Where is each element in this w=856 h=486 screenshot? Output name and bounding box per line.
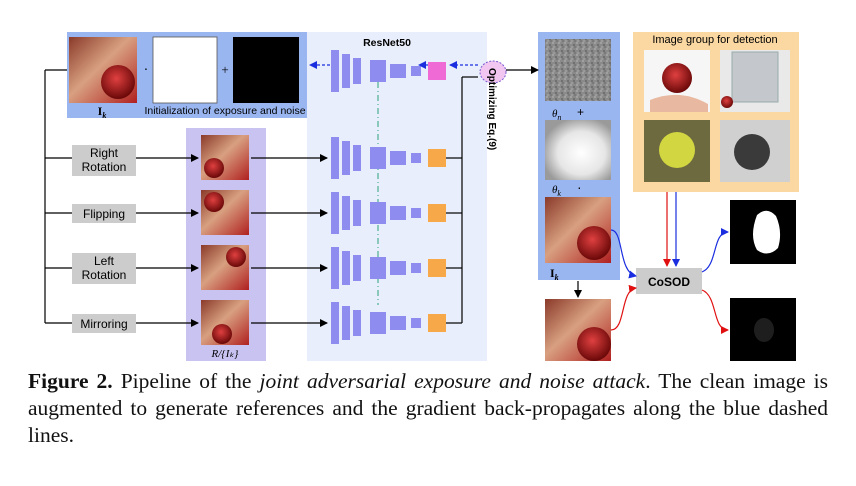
optimizer-node [479,60,507,84]
transform-set-label: R/{Iₖ} [211,348,240,360]
blue-arrow-cosod-to-mask [701,228,729,273]
reference-image-1 [201,135,249,180]
reference-image-4 [201,300,249,345]
aug-label-line2: Rotation [82,160,127,174]
dot-operator: · [144,63,149,78]
theta-n-label: θn [552,108,561,122]
plus-operator: + [221,62,228,77]
group-image-4 [720,120,790,182]
exposure-image [545,120,611,180]
caption-italic: joint adversarial exposure and noise att… [259,369,646,393]
adversarial-input-image [545,197,611,263]
resnet-row-top [331,50,421,92]
image-group-label: Image group for detection [652,34,777,46]
theta-k-label: θk [552,184,561,198]
group-image-2 [720,50,790,112]
pink-node [428,62,446,80]
input-label: Ik [98,104,107,120]
exposure-init-image [152,36,218,104]
plus-operator-2: + [577,105,584,119]
optimizing-label: Optimizing Eq.(9) [486,68,497,150]
group-image-3 [644,120,710,182]
noise-image [545,39,611,101]
resnet-row-4 [331,302,446,344]
caption-label: Figure 2. [28,369,113,393]
noise-init-image [233,37,299,103]
aug-box-flipping: Flipping [72,204,136,223]
dot-operator-2: · [577,179,582,195]
input-image [69,37,137,103]
resnet-row-2 [331,192,446,234]
figure-caption: Figure 2. Pipeline of the joint adversar… [28,368,828,449]
cosod-label: CoSOD [648,275,690,289]
mask-clean [730,200,796,264]
red-arrow-cosod-to-mask [701,289,729,334]
group-image-1 [644,50,710,112]
aug-arrows [136,154,199,327]
caption-text-pre: Pipeline of the [112,369,260,393]
aug-box-mirroring: Mirroring [72,314,136,333]
merge-lines [446,76,478,324]
resnet-label: ResNet50 [363,37,411,49]
aug-box-right-rotation: Right Rotation [72,145,136,176]
pipeline-figure: Ik · + Initialization of exposure and no… [44,32,799,361]
init-label: Initialization of exposure and noise [144,105,305,117]
output-label: Ik [550,266,559,282]
svg-text:Mirroring: Mirroring [80,317,127,331]
red-arrow-clean-to-cosod [610,284,637,331]
left-trunk [44,69,72,324]
blue-arrow-input-to-cosod [610,229,637,279]
svg-text:Flipping: Flipping [83,207,125,221]
reference-image-2 [201,190,249,235]
aug-label-line1: Right [90,146,119,160]
aug-box-left-rotation: Left Rotation [72,253,136,284]
resnet-row-1 [331,137,446,179]
aug-label-line1: Left [94,254,115,268]
cosod-box [636,268,702,294]
aug-label-line2: Rotation [82,268,127,282]
mask-attacked [730,298,796,361]
resnet-row-3 [331,247,446,289]
ref-arrows [251,154,328,327]
reference-image-3 [201,245,249,290]
caption-text-post: . The clean image is augmented to genera… [28,369,829,447]
clean-output-image [545,299,611,361]
